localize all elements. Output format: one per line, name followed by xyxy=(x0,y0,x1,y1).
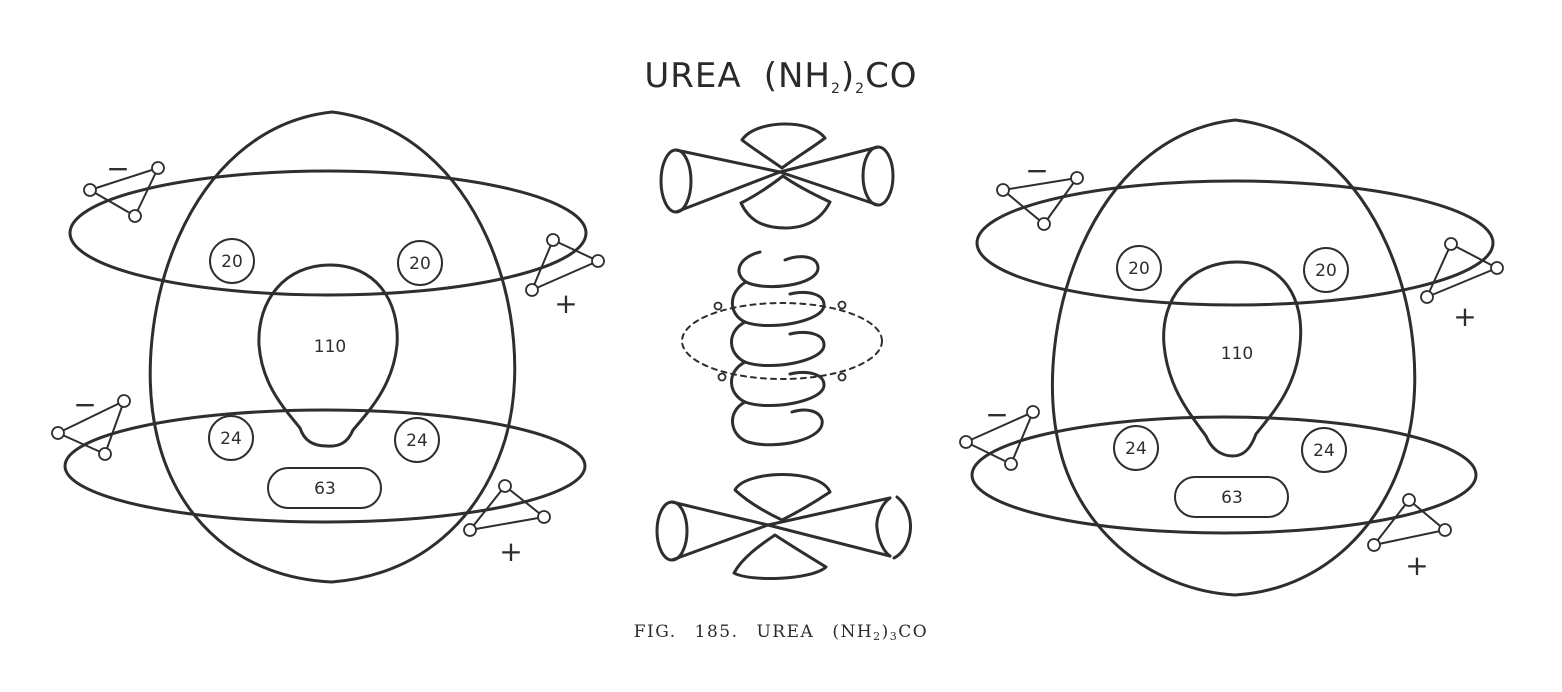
label-center: 110 xyxy=(1221,344,1253,364)
caption-formula-part: ) xyxy=(881,622,890,642)
label-top-right: 20 xyxy=(409,254,431,274)
dashed-orbit xyxy=(681,302,883,380)
caption-subscript: 2 xyxy=(873,630,882,643)
top-cones xyxy=(659,122,895,230)
title-subscript: 2 xyxy=(855,81,866,97)
triangle-group-upper-right xyxy=(525,233,605,297)
triangle-group-upper-left xyxy=(996,171,1084,231)
label-capsule xyxy=(267,467,382,509)
orbit-dot xyxy=(713,301,723,311)
triangle-group-lower-left xyxy=(959,405,1040,471)
label-circle xyxy=(394,417,440,463)
inner-pear xyxy=(257,263,399,448)
label-bottom-left: 24 xyxy=(1125,439,1147,459)
title-formula-part: CO xyxy=(865,56,918,96)
figure-title: UREA(NH2)2CO xyxy=(0,56,1562,97)
bottom-cones xyxy=(655,473,912,581)
orbit-dot xyxy=(837,300,847,310)
orbit-dot xyxy=(717,372,727,382)
plus-sign: + xyxy=(1453,300,1476,333)
caption-subscript: 3 xyxy=(889,630,899,643)
caption-fig: FIG. xyxy=(633,622,677,642)
lower-ring xyxy=(63,408,587,524)
lower-ring xyxy=(970,415,1478,535)
label-circle xyxy=(397,240,443,286)
label-bottom-left: 24 xyxy=(220,429,242,449)
caption-formula-part: (NH xyxy=(832,622,874,642)
label-center: 110 xyxy=(314,337,346,357)
inner-pear xyxy=(1162,260,1303,458)
minus-sign: − xyxy=(985,398,1008,431)
label-top-left: 20 xyxy=(221,252,243,272)
title-word: UREA xyxy=(644,56,742,96)
label-circle xyxy=(1116,245,1162,291)
central-structure xyxy=(655,122,912,581)
label-bottom: 63 xyxy=(314,479,336,499)
label-circle xyxy=(1113,425,1159,471)
helix-spring xyxy=(730,250,826,447)
upper-ring xyxy=(975,179,1495,307)
minus-sign: − xyxy=(106,152,129,185)
triangle-group-lower-right xyxy=(1367,493,1452,552)
right-molecule-figure: 20 20 110 24 24 63 − + − + xyxy=(959,118,1504,597)
triangle-group-upper-right xyxy=(1420,237,1504,304)
label-capsule xyxy=(1174,476,1289,518)
figure-caption: FIG. 185. UREA (NH2)3CO xyxy=(0,622,1562,643)
label-top-left: 20 xyxy=(1128,259,1150,279)
caption-formula-part: CO xyxy=(898,622,929,642)
minus-sign: − xyxy=(1025,154,1048,187)
label-circle xyxy=(209,238,255,284)
plus-sign: + xyxy=(554,287,577,320)
left-molecule-figure: 20 20 110 24 24 63 − + − + xyxy=(51,110,605,584)
title-formula-part: (NH xyxy=(763,56,831,96)
minus-sign: − xyxy=(73,388,96,421)
label-circle xyxy=(1301,427,1347,473)
label-bottom: 63 xyxy=(1221,488,1243,508)
title-formula-part: ) xyxy=(840,56,856,96)
plus-sign: + xyxy=(1405,549,1428,582)
triangle-group-upper-left xyxy=(83,161,165,223)
label-circle xyxy=(208,415,254,461)
upper-ring xyxy=(68,169,588,297)
label-bottom-right: 24 xyxy=(406,431,428,451)
triangle-group-lower-left xyxy=(51,394,131,461)
caption-name: UREA xyxy=(756,622,815,642)
plus-sign: + xyxy=(499,535,522,568)
title-subscript: 2 xyxy=(830,81,841,97)
outer-lobe xyxy=(148,110,517,584)
label-top-right: 20 xyxy=(1315,261,1337,281)
outer-lobe xyxy=(1051,118,1417,597)
label-bottom-right: 24 xyxy=(1313,441,1335,461)
orbit-dot xyxy=(837,372,847,382)
triangle-group-lower-right xyxy=(463,479,551,537)
label-circle xyxy=(1303,247,1349,293)
caption-number: 185. xyxy=(694,622,739,642)
